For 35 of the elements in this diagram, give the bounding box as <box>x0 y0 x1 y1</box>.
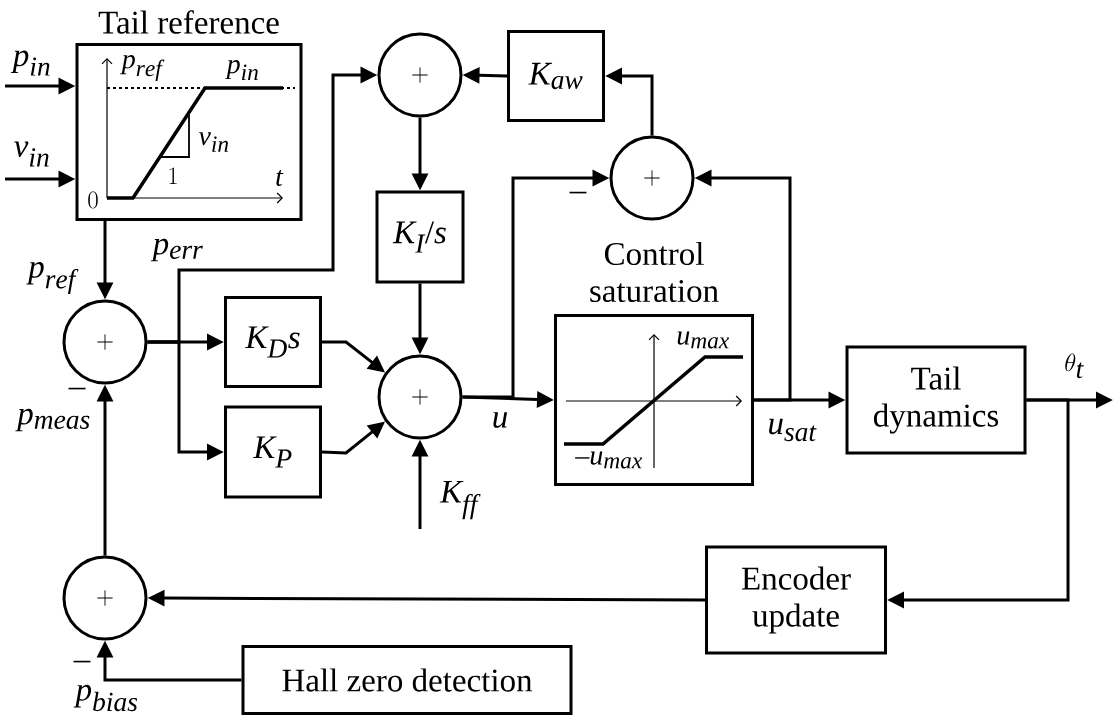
node-label: Control saturation <box>590 241 719 303</box>
sign-label: $-$ <box>68 387 86 390</box>
summing-junction: $+$ <box>609 135 695 221</box>
edge-label: $u$ <box>493 412 508 428</box>
block-box: Encoder update <box>705 545 887 655</box>
plot-label: $1$ <box>169 167 177 184</box>
edge-label: $p_{err}$ <box>150 238 203 262</box>
edge-label: $v_{in}$ <box>14 141 49 167</box>
block-box: Hall zero detection <box>241 645 573 715</box>
edge-label: $K_{ff}$ <box>439 480 481 520</box>
block-box: Tail dynamics <box>845 345 1027 455</box>
plot-label: $t$ <box>276 170 284 186</box>
edge-label: $p_{bias}$ <box>73 684 138 712</box>
plot-label: $p_{in}$ <box>225 59 258 81</box>
edge-label: $p_{in}$ <box>10 50 50 76</box>
block-box: $K_{aw}$ <box>507 30 605 122</box>
block-box: $K_{P}$ <box>224 405 322 499</box>
edge-label: $\theta_{t}$ <box>1065 353 1084 379</box>
summing-junction: $+$ <box>62 555 148 641</box>
summing-junction: $+$ <box>377 32 463 118</box>
summing-junction: $+$ <box>377 354 463 440</box>
sign-label: $-$ <box>73 660 91 663</box>
plot-label: $u_{max}$ <box>677 331 730 349</box>
edge-label: $u_{sat}$ <box>769 418 817 442</box>
summing-junction: $+$ <box>62 299 148 385</box>
block-box: $K_{D}s$ <box>224 296 322 388</box>
plot-label: $p_{ref}$ <box>120 55 165 81</box>
plot-label: $-u_{max}$ <box>575 451 643 469</box>
plot-label: $0$ <box>88 191 98 209</box>
plot-label: $v_{in}$ <box>198 132 229 152</box>
block-box: $K_{I}/s$ <box>375 190 465 284</box>
sign-label: $-$ <box>569 191 587 194</box>
edge-label: $p_{meas}$ <box>15 408 90 432</box>
edge-label: $p_{ref}$ <box>26 261 79 295</box>
node-label: Tail reference <box>98 10 279 34</box>
